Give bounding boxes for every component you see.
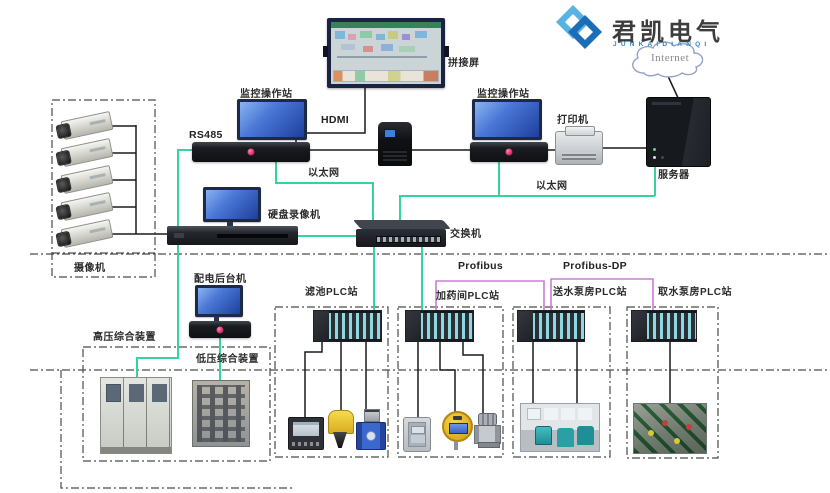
right-station-base — [470, 142, 548, 162]
bottom-left-zone-boundary — [60, 370, 292, 489]
power-backend-base — [189, 321, 251, 338]
internet-cloud — [632, 41, 704, 78]
hv-switchgear-cabinet — [100, 377, 172, 454]
hv-device-label: 高压综合装置 — [93, 332, 156, 343]
profibus-dp-label: Profibus-DP — [563, 260, 627, 272]
power-backend-stand — [214, 316, 219, 322]
intake-pump-pipes-photo — [633, 403, 707, 454]
round-meter-stem — [454, 441, 458, 450]
plc-supply-zone-box — [512, 306, 611, 458]
cameras-label: 摄像机 — [74, 263, 106, 274]
plc-dosing-label: 加药间PLC站 — [436, 291, 500, 302]
profibus-link — [435, 280, 545, 311]
profibus-dp-link — [550, 278, 654, 311]
rs485-label: RS485 — [189, 129, 223, 141]
camera-zone-box — [51, 99, 156, 278]
round-dosing-meter — [442, 411, 473, 442]
plc-dosing-rack — [405, 310, 474, 342]
wall-controller-instrument — [403, 417, 431, 452]
left-station-screen — [240, 102, 304, 137]
hdmi-label: HDMI — [321, 114, 350, 126]
profibus-cables — [435, 278, 654, 311]
right-station-server-ethernet — [399, 162, 656, 225]
printer-cable — [547, 147, 646, 151]
ethernet-left-label: 以太网 — [308, 168, 340, 179]
switchgear-zone-box — [82, 346, 271, 462]
scada-screen-content — [331, 22, 441, 84]
ups-unit — [378, 122, 412, 166]
splice-screen — [323, 18, 449, 88]
switch-label: 交换机 — [450, 229, 482, 240]
ethernet-cables — [136, 149, 656, 382]
left-station-monitor — [237, 99, 307, 140]
right-station-screen — [475, 102, 539, 137]
ethernet-right-label: 以太网 — [536, 181, 568, 192]
dvr-monitor — [203, 187, 261, 222]
camera-bus-cable — [112, 125, 168, 235]
left-station-label: 监控操作站 — [240, 89, 293, 100]
company-logo-icon — [556, 5, 602, 49]
ultrasonic-level-sensor — [327, 410, 354, 450]
left-station-ethernet — [275, 162, 374, 224]
plc-intake-label: 取水泵房PLC站 — [658, 287, 732, 298]
server-label: 服务器 — [658, 170, 690, 181]
power-backend-label: 配电后台机 — [194, 274, 247, 285]
plc-supply-label: 送水泵房PLC站 — [553, 287, 627, 298]
right-station-label: 监控操作站 — [477, 89, 530, 100]
plc-filter-io-cables — [304, 342, 367, 417]
internet-cable — [666, 73, 680, 101]
rs485-cable — [136, 149, 192, 380]
power-backend-screen — [198, 288, 240, 314]
lv-switchgear-cabinet — [192, 380, 250, 447]
dvr-label: 硬盘录像机 — [268, 210, 321, 221]
screen-mount-left — [323, 46, 328, 57]
plc-supply-rack — [517, 310, 585, 342]
panel-meter-instrument — [288, 417, 324, 450]
plc-supply-io-cables — [532, 341, 578, 404]
signal-cables — [112, 73, 680, 417]
server-tower — [646, 97, 711, 167]
left-station-base — [192, 142, 310, 162]
power-backend-monitor — [195, 285, 243, 317]
plc-dosing-zone-box — [397, 306, 504, 458]
printer-label: 打印机 — [557, 115, 589, 126]
company-name-en: JUNKAIDIANQI — [613, 41, 711, 48]
switch-to-plc-ethernet — [373, 246, 423, 312]
dvr-monitor-stand — [227, 222, 233, 227]
company-name: 君凯电气 — [612, 19, 724, 46]
screen-mount-right — [444, 46, 449, 57]
plc-intake-rack — [631, 310, 697, 342]
printer-device — [555, 126, 603, 165]
profibus-label: Profibus — [458, 260, 503, 272]
dvr-recorder — [167, 226, 298, 245]
dvr-screen — [206, 190, 258, 219]
electromagnetic-flowmeter — [356, 409, 386, 450]
zone-boundaries — [30, 99, 828, 489]
internet-label: Internet — [651, 52, 690, 64]
lv-device-label: 低压综合装置 — [196, 354, 259, 365]
plc-filter-rack — [313, 310, 382, 342]
plc-filter-label: 滤池PLC站 — [305, 287, 358, 298]
supply-pump-room-photo — [520, 403, 600, 452]
plc-filter-zone-box — [274, 306, 389, 458]
plc-dosing-io-cables — [417, 342, 484, 417]
splice-screen-label: 拼接屏 — [448, 58, 480, 69]
network-switch — [356, 229, 446, 247]
plc-intake-zone-box — [626, 306, 719, 459]
right-station-monitor — [472, 99, 542, 140]
control-valve — [474, 413, 501, 448]
